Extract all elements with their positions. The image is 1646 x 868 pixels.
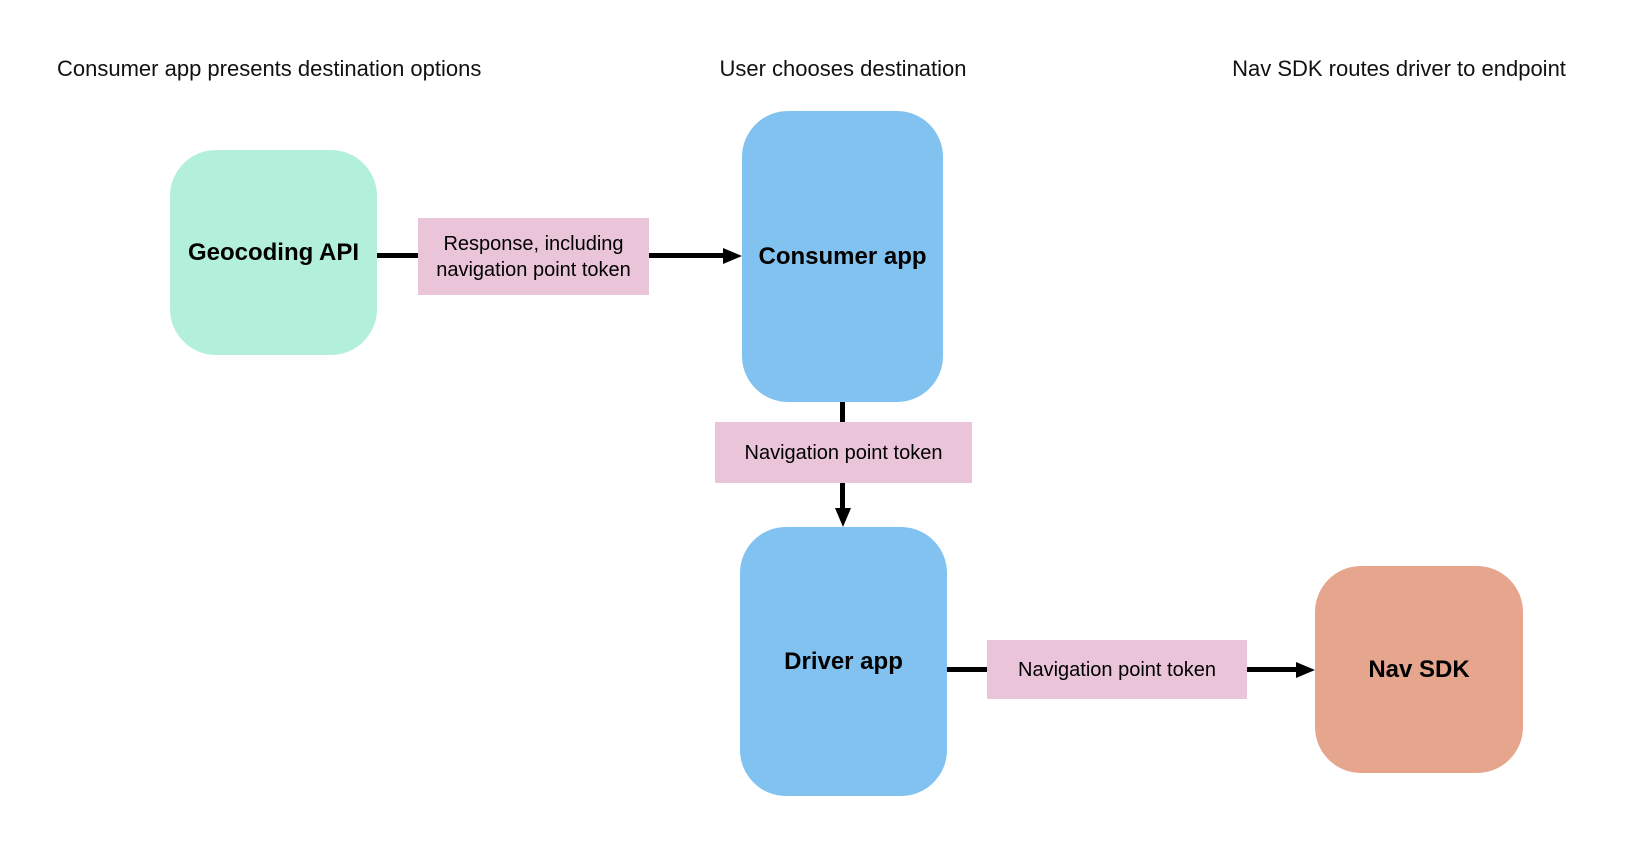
header-user-chooses-destination: User chooses destination [719,56,967,81]
edge-label-navigation-point-token-driver-sdk: Navigation point token [987,640,1247,699]
arrow-line [377,253,418,258]
node-label: Driver app [784,647,903,675]
arrowhead-right-icon [723,248,742,264]
edge-label-text: Navigation point token [1018,658,1216,681]
arrow-line [649,253,725,258]
node-driver-app: Driver app [740,527,947,796]
edge-label-text: Navigation point token [744,441,943,464]
edge-label-navigation-point-token-consumer-driver: Navigation point token [715,422,972,483]
arrowhead-right-icon [1296,662,1315,678]
node-label: Consumer app [758,242,927,270]
header-nav-sdk-routes-driver: Nav SDK routes driver to endpoint [1232,56,1566,81]
node-nav-sdk: Nav SDK [1315,566,1523,773]
edge-label-response-including-token: Response, including navigation point tok… [418,218,649,295]
node-geocoding-api: Geocoding API [170,150,377,355]
header-consumer-app-presents: Consumer app presents destination option… [57,56,482,81]
node-consumer-app: Consumer app [742,111,943,402]
node-label: Geocoding API [187,238,360,266]
arrowhead-down-icon [835,508,851,527]
edge-label-text: Response, including navigation point tok… [436,232,631,281]
node-label: Nav SDK [1368,655,1470,683]
arrow-line [1247,667,1297,672]
arrow-line [947,667,987,672]
